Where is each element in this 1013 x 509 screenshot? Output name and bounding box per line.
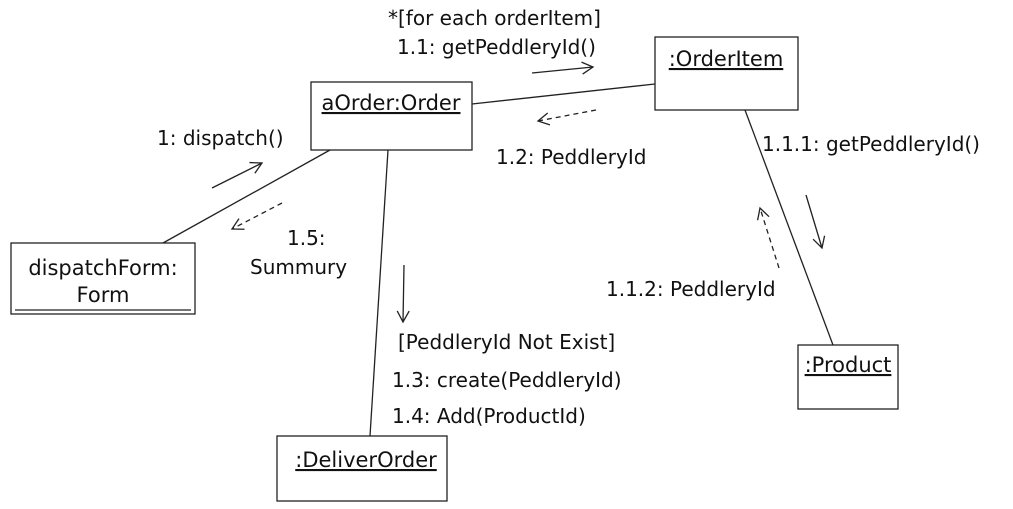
link-order-orderitem — [471, 83, 656, 105]
message-1-1-2-label: 1.1.2: PeddleryId — [606, 277, 776, 301]
arrow-product-return-peddlery-id — [756, 206, 780, 269]
arrow-get-peddlery-id — [531, 61, 595, 75]
guard-not-exist-label: [PeddleryId Not Exist] — [398, 330, 615, 354]
dispatchform-object-label-line2: Form — [77, 283, 130, 307]
message-1-5-label-line1: 1.5: — [287, 226, 326, 250]
message-1-5-label-line2: Summury — [250, 255, 347, 279]
orderitem-object-label: :OrderItem — [669, 47, 784, 71]
link-order-deliverorder — [369, 149, 389, 437]
link-orderitem-product — [744, 109, 834, 346]
order-object-label: aOrder:Order — [322, 91, 461, 115]
message-1-3-label: 1.3: create(PeddleryId) — [392, 368, 622, 392]
deliverorder-object[interactable]: :DeliverOrder — [276, 435, 448, 502]
message-1-2-label: 1.2: PeddleryId — [496, 145, 646, 169]
message-1-label: 1: dispatch() — [157, 126, 284, 150]
dispatchform-object[interactable]: dispatchForm: Form — [10, 242, 196, 315]
order-object[interactable]: aOrder:Order — [310, 81, 473, 151]
product-object-label: :Product — [805, 353, 892, 377]
product-object[interactable]: :Product — [797, 344, 899, 410]
dispatchform-object-label-line1: dispatchForm: — [28, 256, 177, 280]
message-1-1-label: 1.1: getPeddleryId() — [397, 35, 596, 59]
iteration-guard-label: *[for each orderItem] — [388, 6, 601, 30]
arrow-create-deliver-order — [396, 264, 410, 324]
orderitem-object[interactable]: :OrderItem — [654, 36, 799, 111]
arrow-product-get-peddlery-id — [805, 194, 826, 250]
arrow-dispatch — [211, 161, 264, 189]
message-1-4-label: 1.4: Add(ProductId) — [392, 404, 586, 428]
deliverorder-object-label: :DeliverOrder — [295, 448, 437, 472]
message-1-1-1-label: 1.1.1: getPeddleryId() — [762, 132, 980, 156]
arrow-summury — [230, 202, 283, 230]
arrow-return-peddlery-id — [536, 109, 597, 126]
link-order-dispatchform — [162, 149, 331, 244]
